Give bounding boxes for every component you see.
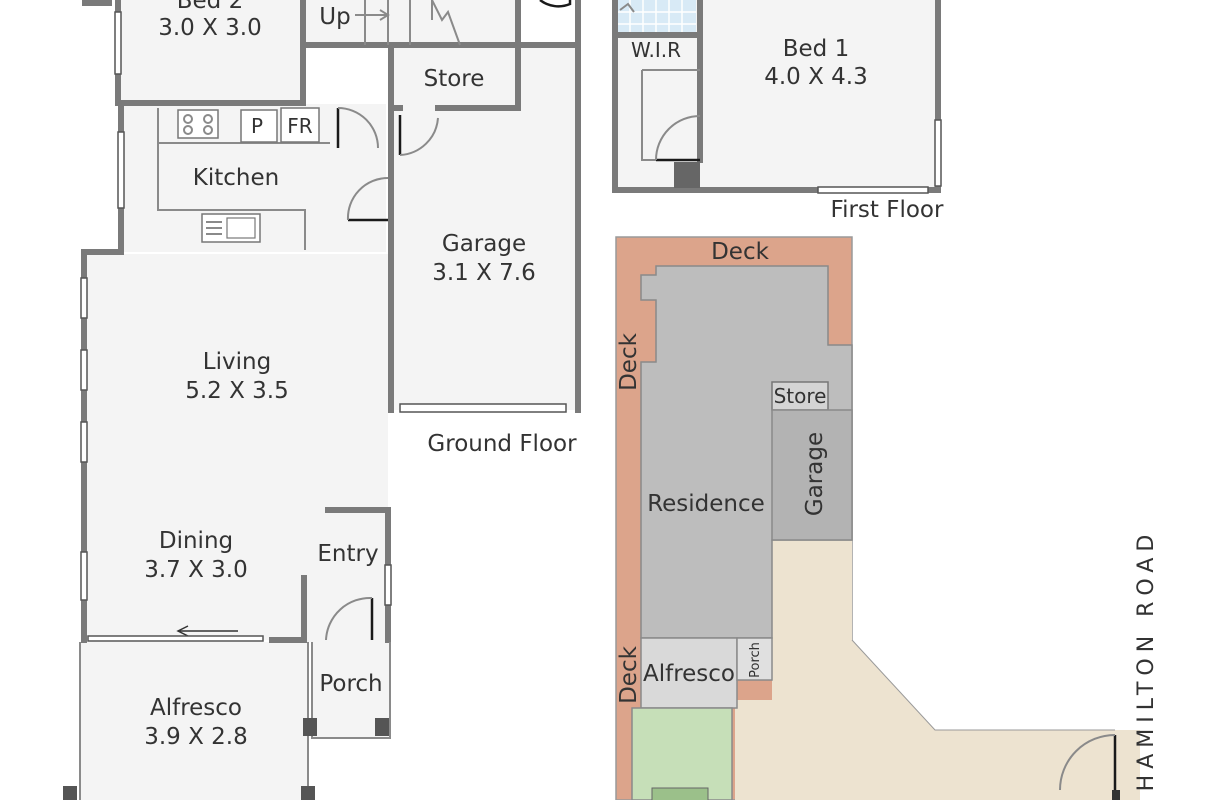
bed2-wall-stub xyxy=(82,0,112,6)
fridge-box xyxy=(280,107,320,143)
living-label: Living xyxy=(203,349,271,375)
residence-label: Residence xyxy=(647,491,765,517)
site-plan: Deck Deck Deck Store Garage Residence Al… xyxy=(615,236,1159,800)
porch-post xyxy=(303,718,317,736)
ground-floor-caption: Ground Floor xyxy=(427,431,577,457)
alfresco-post xyxy=(63,786,77,800)
porch-label: Porch xyxy=(319,671,382,697)
ensuite-grid xyxy=(618,0,696,35)
first-floor-outer-walls xyxy=(612,0,941,193)
alfresco-post xyxy=(301,786,315,800)
dining-size: 3.7 X 3.0 xyxy=(144,557,248,583)
window xyxy=(80,551,88,601)
entry-label: Entry xyxy=(317,541,378,567)
alfresco-label: Alfresco xyxy=(150,695,242,721)
garage-area xyxy=(388,45,578,410)
window xyxy=(384,564,392,606)
door xyxy=(539,0,572,8)
road-name-label: HAMILTON ROAD xyxy=(1134,529,1159,792)
garden-bed-icon xyxy=(651,787,709,800)
garage-label: Garage xyxy=(442,231,526,257)
stairs-up-label: Up xyxy=(319,4,350,30)
bed1-size: 4.0 X 4.3 xyxy=(764,64,868,90)
front-yard-area xyxy=(735,540,1140,800)
fridge-label: FR xyxy=(287,114,313,138)
column xyxy=(674,162,700,188)
living-size: 5.2 X 3.5 xyxy=(185,378,289,404)
bed1-label: Bed 1 xyxy=(783,36,849,62)
alfresco-area xyxy=(80,642,308,800)
garage-door-opening xyxy=(399,403,567,413)
window xyxy=(80,421,88,463)
lawn-area xyxy=(631,707,733,800)
first-floor-plan: W.I.R Bed 1 4.0 X 4.3 First Floor xyxy=(612,0,944,223)
cooktop-icon xyxy=(177,109,219,139)
window xyxy=(114,11,122,75)
sliding-door xyxy=(87,635,264,642)
bed2-size: 3.0 X 3.0 xyxy=(158,15,262,41)
dining-label: Dining xyxy=(159,528,233,554)
entry-area xyxy=(304,510,388,642)
first-floor-caption: First Floor xyxy=(831,197,944,223)
store-label: Store xyxy=(424,66,485,92)
window xyxy=(80,277,88,319)
stairs xyxy=(355,0,461,46)
stair-return-wall xyxy=(515,0,581,48)
site-store-label: Store xyxy=(774,384,827,408)
deck-left-lower-label: Deck xyxy=(616,645,642,704)
kitchen-label: Kitchen xyxy=(193,165,279,191)
window xyxy=(934,119,942,187)
pantry-label: P xyxy=(251,114,263,138)
site-alfresco-label: Alfresco xyxy=(643,661,735,687)
bed2-label: Bed 2 xyxy=(177,0,243,14)
shower-icon xyxy=(619,2,635,13)
deck-left-upper-label: Deck xyxy=(616,332,642,391)
porch-post xyxy=(375,718,389,736)
porch-outline xyxy=(311,642,391,739)
bed1-area xyxy=(700,0,938,190)
site-garage-label: Garage xyxy=(802,432,828,516)
kitchen-bench xyxy=(157,108,306,250)
site-porch-block xyxy=(736,637,773,681)
window xyxy=(80,349,88,391)
site-porch-label: Porch xyxy=(748,642,763,678)
alfresco-size: 3.9 X 2.8 xyxy=(144,724,248,750)
wir-label: W.I.R xyxy=(631,38,681,62)
pantry-box xyxy=(240,109,278,143)
site-garage-block xyxy=(771,409,853,541)
deck-top-label: Deck xyxy=(711,239,770,265)
ground-floor-plan: Bed 2 3.0 X 3.0 Up Store P FR Kitchen Ga… xyxy=(63,0,581,800)
ensuite-tiles xyxy=(618,0,696,35)
garage-size: 3.1 X 7.6 xyxy=(432,260,536,286)
window xyxy=(817,186,929,194)
bed2-area xyxy=(118,0,303,103)
store-walls xyxy=(388,42,521,111)
window xyxy=(117,131,125,209)
